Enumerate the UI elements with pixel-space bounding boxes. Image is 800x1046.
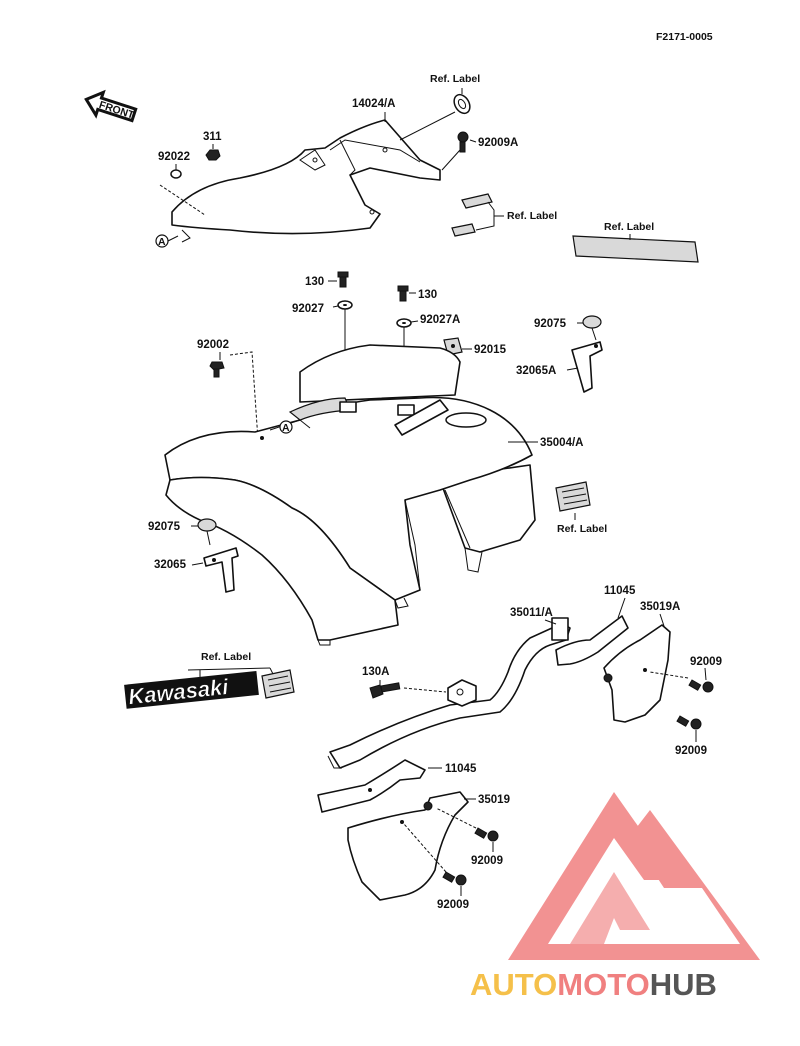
label-35019A: 35019A (640, 601, 680, 613)
label-130A: 130A (362, 666, 390, 678)
part-311: 311 (203, 131, 222, 161)
label-92022: 92022 (158, 151, 190, 163)
part-14024A-callout: 14024/A (352, 98, 395, 122)
part-92009A: 92009A (441, 131, 518, 171)
part-92075-upper: 92075 (534, 315, 602, 341)
part-35019-guard: 35019 (347, 791, 510, 901)
ref-label-logo: Ref. Label (201, 651, 251, 663)
part-130A: 130A (362, 666, 447, 699)
part-92009-lower-a: 92009 (435, 807, 503, 867)
label-92009A: 92009A (478, 137, 518, 149)
ref-label-top: Ref. Label (430, 73, 480, 85)
marker-a-fender-label: A (282, 422, 290, 434)
part-130-right: 130 (397, 285, 437, 302)
label-92009-upper-b: 92009 (675, 745, 707, 757)
ref-label-side: Ref. Label (557, 523, 607, 535)
label-92009-lower-a: 92009 (471, 855, 503, 867)
part-35019A-guard: 35019A (603, 601, 680, 723)
label-92009-upper-a: 92009 (690, 656, 722, 668)
label-35004A: 35004/A (540, 437, 583, 449)
label-92027A: 92027A (420, 314, 460, 326)
label-130-right: 130 (418, 289, 437, 301)
marker-a-top: A (155, 234, 179, 248)
label-92027-left: 92027 (292, 303, 324, 315)
part-11045-lower: 11045 (317, 759, 477, 813)
label-35019: 35019 (478, 794, 510, 806)
label-11045-lower: 11045 (445, 763, 477, 775)
label-35011A: 35011/A (510, 607, 553, 619)
label-92075-lower: 92075 (148, 521, 181, 533)
watermark-hub: HUB (650, 967, 717, 1002)
label-92015: 92015 (474, 344, 507, 356)
kawasaki-logo: Ref. Label Kawasaki (124, 651, 295, 710)
part-92009-upper-a: 92009 (649, 656, 722, 693)
label-130-left: 130 (305, 276, 324, 288)
watermark-moto: MOTO (557, 967, 649, 1002)
part-92027A: 92027A (396, 314, 460, 410)
label-11045-upper: 11045 (604, 585, 636, 597)
marker-a-top-label: A (158, 236, 166, 248)
part-32065A: 32065A (516, 341, 603, 393)
part-35004A-fender (164, 344, 536, 646)
label-32065: 32065 (154, 559, 187, 571)
kawasaki-logo-text: Kawasaki (127, 674, 230, 709)
label-311: 311 (203, 131, 222, 143)
small-ref-labels: Ref. Label (451, 193, 557, 237)
ref-label-small: Ref. Label (507, 210, 557, 222)
part-92009-lower-b: 92009 (403, 823, 469, 911)
automotohub-logo-icon (508, 792, 760, 960)
part-35011A-callout: 35011/A (510, 607, 557, 625)
part-92002: 92002 (197, 339, 259, 441)
strip-ref-label: Ref. Label (572, 221, 699, 263)
front-arrow-icon: FRONT (84, 89, 138, 123)
part-11045-upper: 11045 (555, 585, 636, 666)
label-92002: 92002 (197, 339, 229, 351)
label-92075-upper: 92075 (534, 318, 567, 330)
part-35011A-stay (327, 617, 571, 769)
label-32065A: 32065A (516, 365, 556, 377)
svg-text:AUTOMOTOHUB: AUTOMOTOHUB (470, 967, 717, 1002)
part-32065: 32065 (154, 547, 239, 593)
part-35004A-callout: 35004/A (508, 437, 583, 449)
part-92009-upper-b: 92009 (675, 715, 707, 757)
marker-a-fender: A (279, 420, 293, 434)
watermark-auto: AUTO (470, 967, 557, 1002)
ref-label-strip: Ref. Label (604, 221, 654, 233)
side-ref-label: Ref. Label (555, 481, 607, 535)
round-ref-label: Ref. Label (399, 73, 480, 141)
part-92075-lower: 92075 (148, 518, 217, 546)
part-130-left: 130 (305, 271, 349, 288)
part-92022: 92022 (158, 151, 206, 216)
diagram-code: F2171-0005 (656, 31, 713, 43)
automotohub-watermark: AUTOMOTOHUB (470, 792, 760, 1002)
label-92009-lower-b: 92009 (437, 899, 469, 911)
label-14024A: 14024/A (352, 98, 395, 110)
